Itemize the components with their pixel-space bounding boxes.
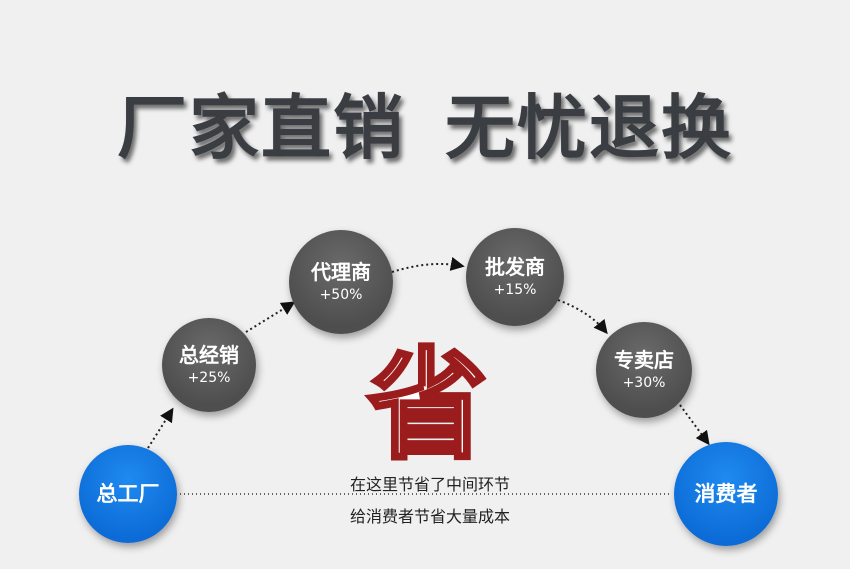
- node-distributor: 总经销 +25%: [162, 318, 256, 412]
- connector-factory-to-distributor: [147, 407, 174, 449]
- connector-agent-to-wholesaler: [391, 257, 465, 273]
- node-factory-label: 总工厂: [96, 482, 160, 506]
- headline: 厂家直销无忧退换: [0, 72, 850, 173]
- node-store: 专卖店 +30%: [596, 322, 692, 418]
- node-agent-label: 代理商: [311, 260, 371, 284]
- node-distributor-label: 总经销: [179, 343, 239, 367]
- node-store-label: 专卖店: [614, 348, 674, 372]
- connector-wholesaler-to-store: [557, 299, 608, 335]
- connector-distributor-to-agent: [245, 301, 296, 333]
- connector-store-to-consumer: [679, 404, 710, 446]
- node-wholesaler-label: 批发商: [485, 255, 545, 279]
- headline-factory-direct: 厂家直销: [117, 87, 405, 169]
- savings-note-line-1: 在这里节省了中间环节: [349, 475, 510, 494]
- node-distributor-markup: +25%: [187, 370, 231, 386]
- node-wholesaler: 批发商 +15%: [466, 228, 564, 326]
- node-agent-markup: +50%: [319, 287, 363, 303]
- savings-note-line-2: 给消费者节省大量成本: [349, 507, 510, 526]
- node-store-markup: +30%: [622, 375, 666, 391]
- headline-worry-free-returns: 无忧退换: [445, 87, 733, 169]
- node-consumer-label: 消费者: [694, 482, 758, 506]
- node-agent: 代理商 +50%: [289, 230, 393, 334]
- node-consumer: 消费者: [674, 442, 778, 546]
- node-wholesaler-markup: +15%: [493, 282, 537, 298]
- save-character: 省: [366, 335, 490, 478]
- node-factory: 总工厂: [79, 445, 177, 543]
